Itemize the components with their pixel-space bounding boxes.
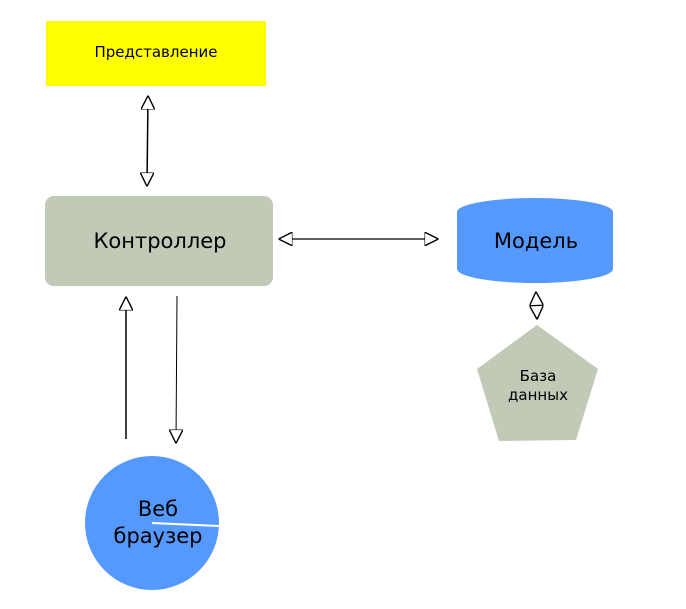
- controller-label: Контроллер: [94, 229, 227, 253]
- controller-box: [45, 196, 273, 286]
- controller-node[interactable]: Контроллер: [45, 196, 273, 286]
- browser-label-line1: Веб: [138, 497, 178, 521]
- browser-node[interactable]: Веб браузер: [85, 456, 220, 590]
- model-node[interactable]: Модель: [457, 198, 613, 283]
- model-cylinder: [457, 198, 613, 283]
- database-pentagon: [477, 325, 598, 441]
- model-database-arrow[interactable]: [536, 293, 537, 318]
- browser-label-line2: браузер: [114, 524, 203, 548]
- database-node[interactable]: База данных: [477, 325, 598, 441]
- view-label: Представление: [94, 43, 217, 61]
- controller-to-browser-arrow[interactable]: [176, 295, 177, 442]
- view-box: [46, 21, 266, 86]
- view-controller-arrow[interactable]: [147, 97, 148, 185]
- database-label-line2: данных: [508, 386, 568, 404]
- view-node[interactable]: Представление: [46, 21, 266, 86]
- browser-slice-line: [151, 522, 220, 527]
- database-label-line1: База: [520, 367, 557, 385]
- model-label: Модель: [494, 229, 578, 253]
